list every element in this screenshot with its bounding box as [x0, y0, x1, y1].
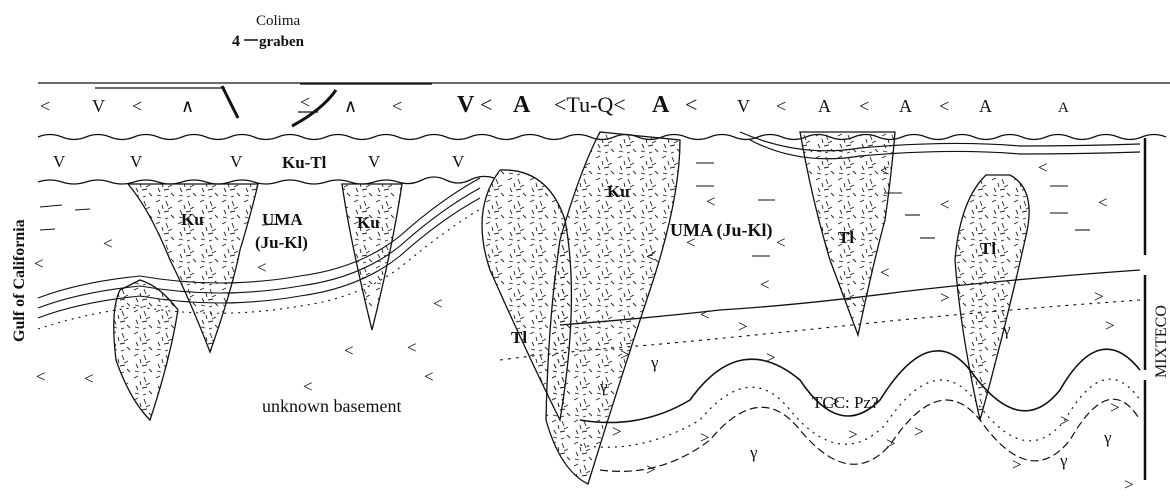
svg-text:γ: γ: [650, 353, 659, 372]
label-ku-3: Ku: [607, 182, 630, 201]
graben-label-line1: Colima: [256, 13, 301, 29]
svg-text:<: <: [84, 369, 94, 388]
svg-text:>: >: [1012, 455, 1022, 474]
svg-text:<: <: [706, 192, 716, 211]
label-tcc: TCC: Pz?: [812, 393, 879, 412]
svg-text:>: >: [1094, 287, 1104, 306]
label-uma-left-1: UMA: [262, 210, 303, 229]
graben-fault-east: [292, 90, 336, 126]
svg-text:<: <: [132, 96, 142, 116]
svg-text:<: <: [940, 195, 950, 214]
svg-text:>: >: [766, 348, 776, 367]
svg-text:V: V: [457, 92, 475, 118]
svg-text:γ: γ: [599, 377, 608, 396]
svg-text:A: A: [513, 92, 531, 118]
svg-text:>: >: [886, 434, 896, 453]
svg-text:∧: ∧: [344, 96, 357, 116]
svg-text:<: <: [1038, 158, 1048, 177]
svg-text:∧: ∧: [181, 96, 194, 116]
svg-text:V: V: [452, 152, 465, 171]
label-ku-2: Ku: [357, 213, 380, 232]
unit-tu-q: <Tu-Q<: [554, 92, 626, 117]
svg-text:<: <: [646, 247, 656, 266]
svg-text:A: A: [899, 96, 912, 116]
svg-text:γ: γ: [1002, 320, 1011, 339]
svg-text:γ: γ: [749, 443, 758, 462]
svg-text:>: >: [612, 422, 622, 441]
label-tl-1: Tl: [511, 328, 527, 347]
label-tl-3: Tl: [980, 239, 996, 258]
svg-text:<: <: [880, 161, 890, 180]
svg-text:V: V: [53, 152, 66, 171]
svg-text:<: <: [939, 96, 949, 116]
svg-text:<: <: [344, 341, 354, 360]
svg-text:<: <: [760, 275, 770, 294]
svg-text:<: <: [776, 233, 786, 252]
svg-text:>: >: [848, 425, 858, 444]
svg-text:>: >: [1124, 475, 1134, 494]
label-uma-left-2: (Ju-Kl): [255, 233, 308, 252]
svg-text:<: <: [303, 377, 313, 396]
graben-fault-west: [222, 86, 238, 118]
svg-text:A: A: [652, 92, 670, 118]
svg-text:<: <: [36, 367, 46, 386]
svg-text:γ: γ: [1103, 428, 1112, 447]
svg-text:<: <: [685, 92, 697, 117]
svg-text:<: <: [480, 92, 492, 117]
label-uma-right: UMA (Ju-Kl): [670, 220, 773, 241]
svg-text:>: >: [914, 422, 924, 441]
svg-text:A: A: [979, 96, 992, 116]
intrusive-bodies: [114, 132, 1029, 484]
svg-text:>: >: [1105, 316, 1115, 335]
svg-text:>: >: [700, 428, 710, 447]
svg-text:γ: γ: [1059, 451, 1068, 470]
svg-text:>: >: [1110, 398, 1120, 417]
svg-text:<: <: [859, 96, 869, 116]
svg-text:<: <: [433, 294, 443, 313]
ku-pluton-mid: [342, 184, 402, 330]
label-ku-1: Ku: [181, 210, 204, 229]
svg-text:>: >: [1060, 411, 1070, 430]
ku-pluton-root: [114, 280, 178, 420]
svg-text:>: >: [940, 288, 950, 307]
contact-base-ku-tl: [38, 176, 494, 184]
graben-label-line2: graben: [259, 34, 305, 50]
svg-text:A: A: [1058, 100, 1069, 116]
label-basement: unknown basement: [262, 396, 401, 416]
svg-text:<: <: [700, 305, 710, 324]
svg-text:<: <: [34, 254, 44, 273]
svg-text:<: <: [1098, 193, 1108, 212]
svg-text:>: >: [738, 317, 748, 336]
svg-text:>: >: [646, 460, 656, 479]
svg-text:>: >: [620, 345, 630, 364]
svg-text:V: V: [737, 96, 750, 116]
edge-label-mixteco: MIXTECO: [1153, 305, 1170, 378]
tl-pluton-right: [955, 175, 1029, 420]
svg-text:<: <: [300, 92, 310, 112]
label-ku-tl: Ku-Tl: [282, 153, 327, 172]
svg-text:<: <: [424, 367, 434, 386]
limestone-bands: [38, 178, 482, 329]
svg-text:V: V: [230, 152, 243, 171]
svg-text:<: <: [40, 96, 50, 116]
svg-text:<: <: [880, 263, 890, 282]
svg-text:<: <: [257, 258, 267, 277]
svg-text:<: <: [407, 338, 417, 357]
svg-text:A: A: [818, 96, 831, 116]
svg-text:<: <: [103, 234, 113, 253]
section-number: 4: [232, 33, 240, 50]
svg-text:V: V: [368, 152, 381, 171]
svg-text:V: V: [130, 152, 143, 171]
label-tl-2: Tl: [838, 228, 854, 247]
svg-text:V: V: [92, 96, 105, 116]
edge-label-gulf: Gulf of California: [11, 219, 28, 342]
svg-text:<: <: [776, 96, 786, 116]
svg-text:<: <: [392, 96, 402, 116]
